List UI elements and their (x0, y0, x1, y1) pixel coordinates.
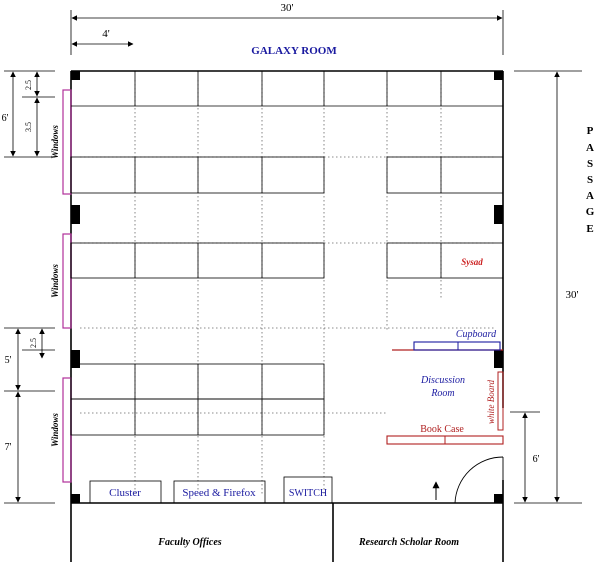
cluster-label: Cluster (109, 487, 141, 499)
white-board-label: white Board (486, 380, 496, 424)
passage-letter: G (586, 206, 595, 218)
book-case-label: Book Case (420, 424, 464, 435)
passage-letter: S (587, 158, 593, 170)
desks (70, 71, 504, 436)
passage-letter: S (587, 174, 593, 186)
window-label-3: Windows (50, 413, 60, 447)
windows: Windows Windows Windows (50, 89, 72, 483)
cupboard-label: Cupboard (456, 329, 497, 340)
left-dim-7: 7' (5, 442, 12, 453)
left-dim-5: 5' (5, 355, 12, 366)
window-3 (62, 377, 72, 483)
window-label-1: Windows (50, 125, 60, 159)
right-dimensions: 30' 6' (510, 70, 582, 504)
right-dim-6: 6' (533, 454, 540, 465)
speed-firefox-label: Speed & Firefox (182, 487, 256, 499)
discussion-label-2: Room (430, 388, 454, 399)
pillars (71, 71, 503, 503)
equipment: Cluster Speed & Firefox SWITCH (89, 476, 333, 504)
door (432, 456, 504, 504)
top-dimension: 30' 4' (70, 2, 504, 55)
window-2 (62, 233, 72, 329)
switch-label: SWITCH (289, 488, 327, 499)
left-dim-6: 6' (2, 113, 9, 124)
top-sub-label: 4' (102, 28, 110, 40)
window-label-2: Windows (50, 264, 60, 298)
book-case: Book Case (386, 424, 504, 445)
research-scholar-room-label: Research Scholar Room (358, 537, 459, 548)
left-dim-2-5-a: 2.5 (24, 80, 33, 90)
window-1 (62, 89, 72, 195)
left-dim-2-5-b: 2.5 (29, 338, 38, 348)
faculty-offices-label: Faculty Offices (157, 537, 222, 548)
left-dim-3-5: 3.5 (24, 122, 33, 132)
passage-letter: E (586, 223, 593, 235)
passage-label: P A S S A G E (586, 125, 595, 235)
right-height-label: 30' (566, 289, 579, 301)
passage-letter: A (586, 190, 594, 202)
left-dimensions: 6' 2.5 3.5 5' 2.5 7' (2, 70, 55, 504)
white-board: white Board (486, 371, 504, 431)
sysad-label: Sysad (461, 257, 483, 267)
page-title: GALAXY ROOM (251, 45, 337, 57)
discussion-label-1: Discussion (420, 375, 465, 386)
cupboard: Cupboard (392, 329, 503, 351)
top-width-label: 30' (281, 2, 294, 14)
passage-letter: A (586, 142, 594, 154)
passage-letter: P (587, 125, 594, 137)
